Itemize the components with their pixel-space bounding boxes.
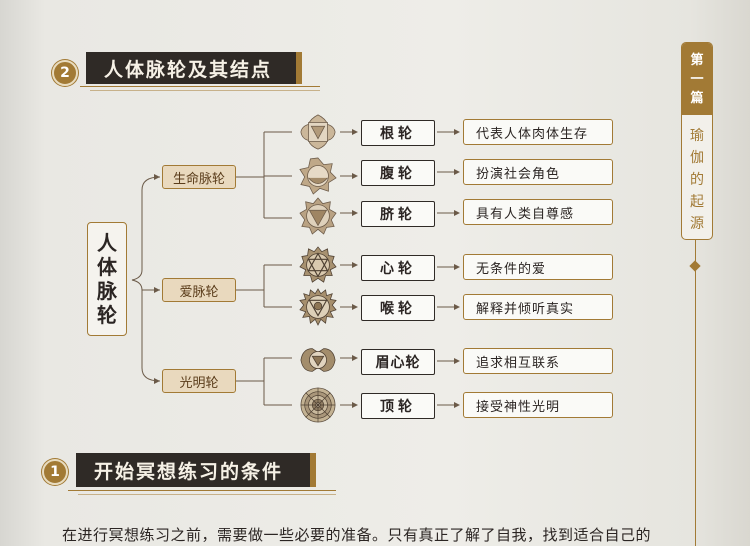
sacral-chakra-icon: [299, 157, 337, 195]
section-divider: [90, 90, 320, 91]
chakra-name-root: 根轮: [361, 120, 435, 146]
chapter-char: 起: [690, 194, 704, 210]
chakra-name-navel: 脐轮: [361, 201, 435, 227]
chapter-char: 伽: [690, 150, 704, 166]
section-divider: [80, 86, 320, 87]
chapter-tab-rule: [695, 240, 696, 546]
chakra-desc-root: 代表人体肉体生存: [463, 119, 613, 145]
section-number-badge: 1: [42, 459, 68, 485]
chapter-char: 瑜: [690, 128, 704, 144]
body-paragraph: 在进行冥想练习之前，需要做一些必要的准备。只有真正了解了自我，找到适合自己的: [62, 526, 652, 544]
part-char: 一: [690, 71, 704, 87]
section-divider: [68, 490, 336, 491]
crown-chakra-icon: [300, 387, 336, 423]
chakra-name-throat: 喉轮: [361, 295, 435, 321]
group-box-life: 生命脉轮: [162, 165, 236, 189]
main-label-char: 脉: [97, 279, 117, 303]
chakra-name-heart: 心轮: [361, 255, 435, 281]
section-divider: [78, 494, 336, 495]
chakra-desc-navel: 具有人类自尊感: [463, 199, 613, 225]
main-label-char: 体: [97, 255, 117, 279]
chakra-desc-sacral: 扮演社会角色: [463, 159, 613, 185]
part-char: 篇: [690, 90, 704, 106]
chapter-label: 瑜 伽 的 起 源: [682, 115, 712, 235]
chakra-name-crown: 顶轮: [361, 393, 435, 419]
section-title: 开始冥想练习的条件: [76, 453, 316, 487]
chakra-desc-throat: 解释并倾听真实: [463, 294, 613, 320]
heart-chakra-icon: [299, 246, 337, 283]
root-chakra-icon: [300, 114, 336, 150]
throat-chakra-icon: [299, 288, 337, 326]
chapter-char: 源: [690, 216, 704, 232]
group-box-light: 光明轮: [162, 369, 236, 393]
chakra-desc-heart: 无条件的爱: [463, 254, 613, 280]
section-number-badge: 2: [52, 60, 78, 86]
chakra-name-brow: 眉心轮: [361, 349, 435, 375]
part-char: 第: [690, 52, 704, 68]
section-title: 人体脉轮及其结点: [86, 52, 302, 84]
chakra-desc-crown: 接受神性光明: [463, 392, 613, 418]
brow-chakra-icon: [300, 348, 336, 372]
chakra-name-sacral: 腹轮: [361, 160, 435, 186]
chapter-char: 的: [690, 172, 704, 188]
main-label-char: 轮: [97, 303, 117, 327]
main-label-char: 人: [97, 231, 117, 255]
main-concept-box: 人 体 脉 轮: [87, 222, 127, 336]
chakra-desc-brow: 追求相互联系: [463, 348, 613, 374]
navel-chakra-icon: [299, 197, 337, 235]
part-label: 第 一 篇: [682, 43, 712, 115]
group-box-love: 爱脉轮: [162, 278, 236, 302]
chapter-tab: 第 一 篇 瑜 伽 的 起 源: [681, 42, 713, 240]
